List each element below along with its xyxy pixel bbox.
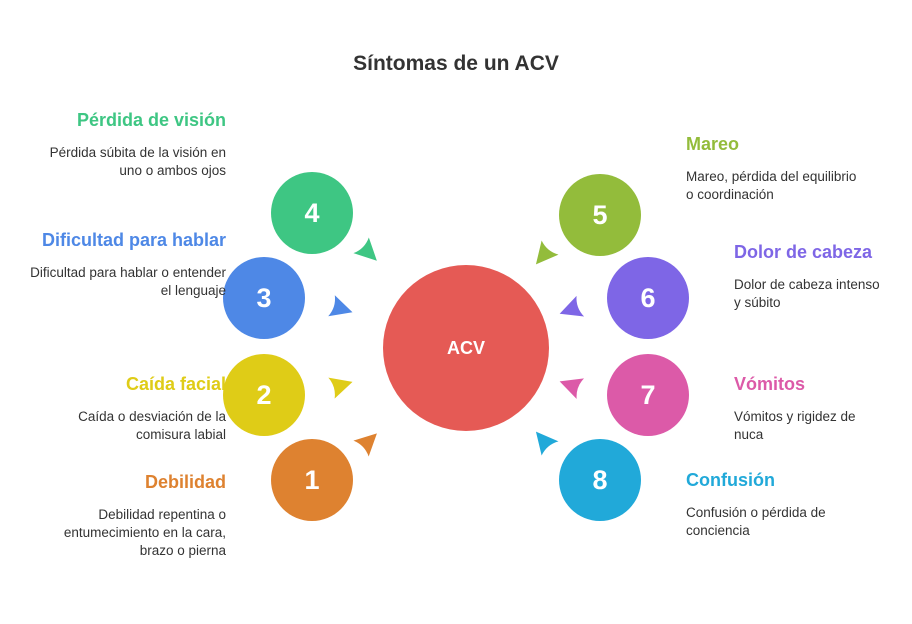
node-2: 2 xyxy=(223,354,305,436)
symptom-heading: Confusión xyxy=(686,470,775,490)
arrow-icon-7 xyxy=(559,378,585,400)
arrow-icon-2 xyxy=(328,377,353,399)
symptom-heading: Debilidad xyxy=(144,472,226,492)
node-7: 7 xyxy=(607,354,689,436)
arrow-icon-1 xyxy=(353,433,377,457)
arrow-icon-8 xyxy=(535,431,559,456)
center-node-acv: ACV xyxy=(383,265,549,431)
arrow-icon-3 xyxy=(328,295,353,317)
node-6: 6 xyxy=(607,257,689,339)
arrow-icon-4 xyxy=(353,237,377,261)
symptom-heading: Mareo xyxy=(686,134,740,154)
symptom-description: Mareo, pérdida del equilibrio o coordina… xyxy=(686,169,857,202)
symptom-description: Dificultad para hablar o entender el len… xyxy=(30,265,226,298)
symptom-heading: Pérdida de visión xyxy=(76,110,226,130)
symptom-heading: Vómitos xyxy=(734,374,806,394)
arrow-icon-6 xyxy=(559,295,585,317)
node-1: 1 xyxy=(271,439,353,521)
node-5: 5 xyxy=(559,174,641,256)
node-3: 3 xyxy=(223,257,305,339)
symptom-description: Dolor de cabeza intenso y súbito xyxy=(734,277,880,310)
symptom-description: Debilidad repentina o entumecimiento en … xyxy=(63,507,226,558)
symptom-description: Vómitos y rigidez de nuca xyxy=(734,409,856,442)
symptom-heading: Caída facial xyxy=(125,374,226,394)
symptom-description: Caída o desviación de la comisura labial xyxy=(78,409,226,442)
symptom-heading: Dolor de cabeza xyxy=(734,242,873,262)
node-8: 8 xyxy=(559,439,641,521)
node-4: 4 xyxy=(271,172,353,254)
diagram-title: Síntomas de un ACV xyxy=(353,52,559,75)
symptom-description: Confusión o pérdida de conciencia xyxy=(686,505,826,538)
symptom-heading: Dificultad para hablar xyxy=(41,230,226,250)
symptom-description: Pérdida súbita de la visión en uno o amb… xyxy=(49,145,226,178)
arrow-icon-5 xyxy=(535,240,559,265)
